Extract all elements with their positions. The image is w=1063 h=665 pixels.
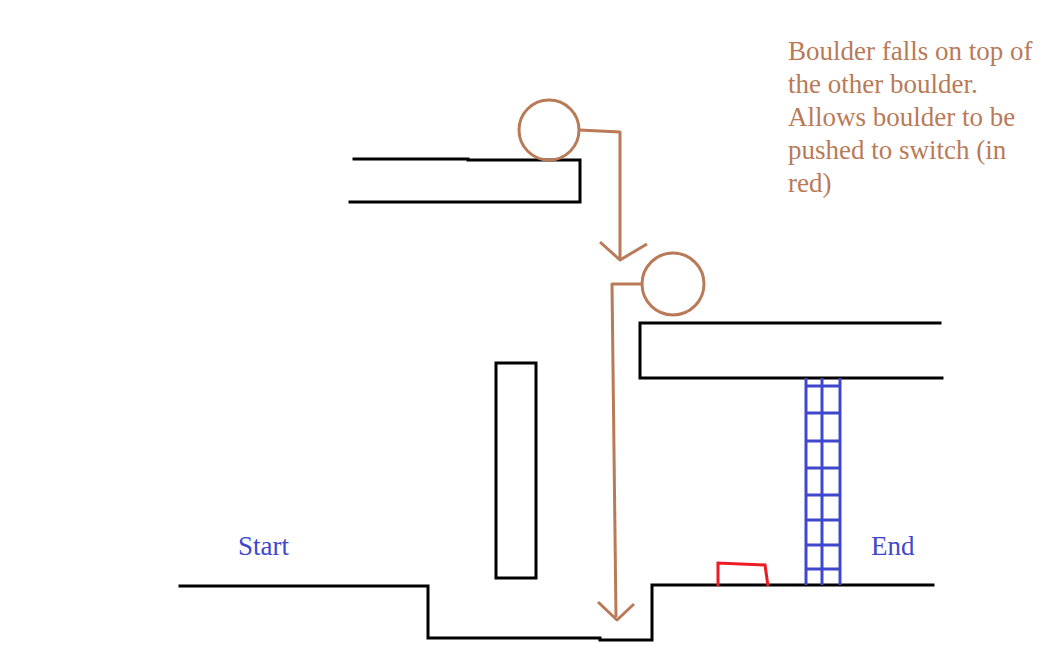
boulder — [519, 100, 579, 160]
fall-path — [612, 284, 642, 617]
fall-path — [579, 130, 620, 258]
design-note: Boulder falls on top of the other boulde… — [788, 35, 1046, 200]
end-label: End — [871, 531, 915, 561]
ladder-rung — [806, 412, 840, 415]
ground — [180, 585, 933, 640]
pillar — [496, 363, 536, 578]
ladder-rung — [806, 519, 840, 522]
ladder-rail — [805, 378, 808, 585]
ladder-rung — [806, 385, 840, 388]
ladder-rung — [806, 440, 840, 443]
upper-ledge — [350, 159, 580, 202]
ladder-rung — [806, 467, 840, 470]
boulder — [642, 253, 704, 315]
ladder-rail — [839, 378, 842, 585]
ladder-rung — [806, 544, 840, 547]
ladder-rail — [821, 378, 824, 585]
switch — [718, 563, 768, 586]
start-label: Start — [238, 531, 289, 561]
ladder-rung — [806, 494, 840, 497]
arrow-head — [598, 602, 634, 620]
arrow-head — [600, 242, 647, 260]
right-ledge — [640, 323, 942, 378]
ladder-rung — [806, 568, 840, 571]
